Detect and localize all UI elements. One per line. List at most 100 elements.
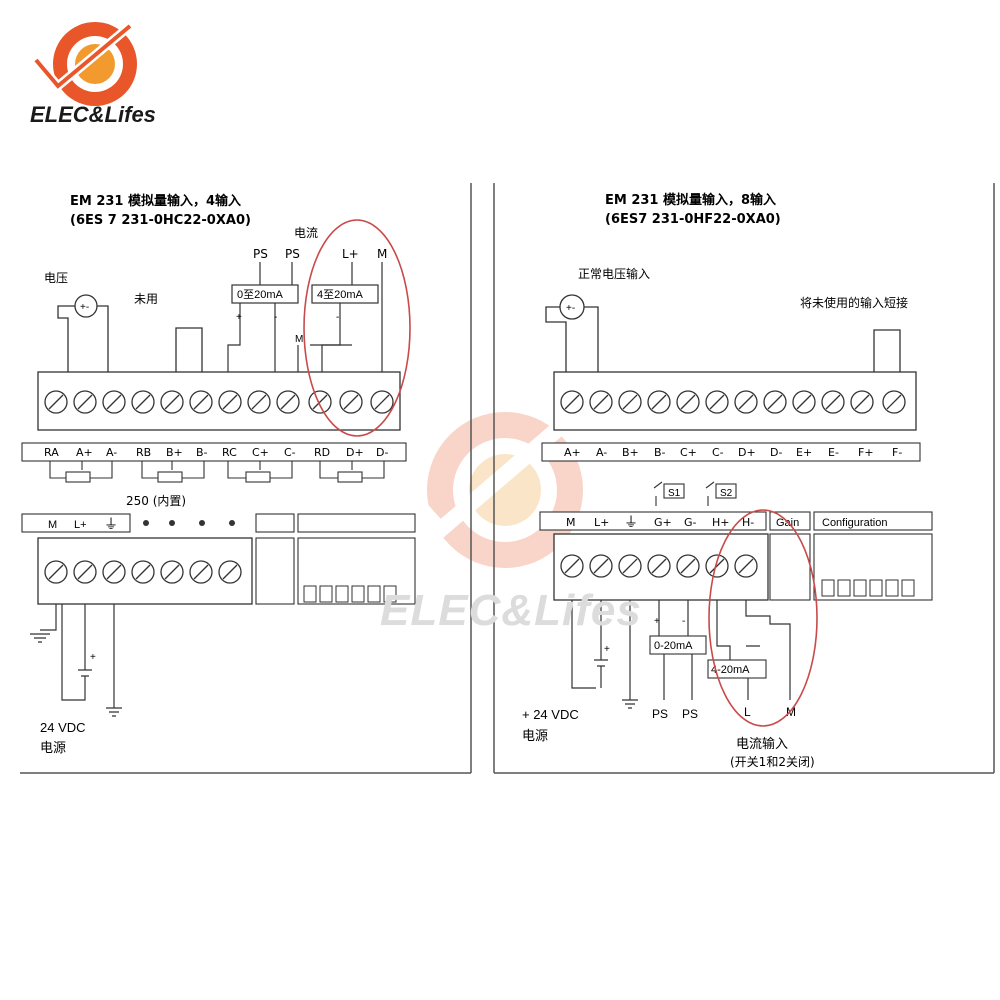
left-term-c-plus: C+ [252, 446, 269, 459]
right-term-a-plus: A+ [564, 446, 581, 459]
left-ground-symbol [30, 604, 57, 643]
right-term-d-plus: D+ [738, 446, 756, 459]
right-ground-symbol [622, 600, 638, 709]
left-box-0-20ma [231, 284, 299, 304]
left-bottom-m: M [48, 519, 57, 531]
right-bottom-m: M [566, 516, 576, 529]
right-switches [653, 481, 737, 506]
right-term-d-minus: D- [770, 446, 782, 459]
svg-text:+-: +- [80, 302, 89, 313]
left-ps2: PS [285, 247, 300, 261]
right-bottom-label-strip [539, 511, 767, 531]
resistor-a [65, 471, 91, 483]
left-voltage-wire-b [97, 305, 109, 372]
left-term-ra: RA [44, 446, 59, 459]
right-gain-box [769, 511, 811, 531]
left-term-b-minus: B- [196, 446, 208, 459]
right-term-f-minus: F- [892, 446, 902, 459]
left-ps1: PS [253, 247, 268, 261]
left-term-b-plus: B+ [166, 446, 183, 459]
right-bottom-ground-icon: ⏚ [624, 515, 638, 531]
right-term-e-minus: E- [828, 446, 839, 459]
right-bottom-h-plus: H+ [712, 516, 730, 529]
left-bottom-lplus: L+ [74, 519, 87, 531]
right-short-label: 将未使用的输入短接 [800, 295, 908, 310]
right-minus: - [682, 616, 685, 627]
left-bottom-ground-icon: ⏚ [104, 516, 118, 532]
left-term-rd: RD [314, 446, 330, 459]
left-voltage-wire-a [57, 305, 75, 372]
left-dip-switches [303, 585, 397, 603]
right-plus: + [654, 616, 660, 627]
right-part-number: (6ES7 231-0HF22-0XA0) [605, 212, 781, 227]
left-supply-sub: 电源 [40, 741, 66, 756]
right-term-f-plus: F+ [858, 446, 874, 459]
right-supply-sub: 电源 [522, 729, 548, 744]
left-minus2: - [336, 312, 339, 323]
right-terminal-label-strip [541, 442, 921, 462]
right-config-label: Configuration [822, 517, 887, 529]
left-current-label: 电流 [294, 226, 318, 240]
left-chassis-ground [106, 604, 122, 717]
left-term-d-plus: D+ [346, 446, 364, 459]
left-term-a-minus: A- [106, 446, 117, 459]
left-m-small: M [295, 334, 303, 345]
left-minus1: - [274, 312, 277, 323]
right-box2-label: 4-20mA [711, 664, 750, 676]
logo-inner-circle [75, 44, 115, 84]
right-bottom-h-minus: H- [742, 516, 754, 529]
right-term-b-plus: B+ [622, 446, 639, 459]
left-box1-label: 0至20mA [237, 289, 284, 301]
right-screw-row-top [560, 390, 906, 414]
right-bottom-g-plus: G+ [654, 516, 672, 529]
left-term-a-plus: A+ [76, 446, 93, 459]
right-term-c-minus: C- [712, 446, 724, 459]
left-resistor-row [49, 461, 385, 483]
right-bottom-g-minus: G- [684, 516, 697, 529]
left-term-d-minus: D- [376, 446, 388, 459]
right-term-c-plus: C+ [680, 446, 697, 459]
right-term-b-minus: B- [654, 446, 666, 459]
right-config-box [813, 511, 933, 531]
right-box-4-20ma [707, 659, 767, 679]
right-short-jumper [873, 329, 901, 372]
resistor-d [337, 471, 363, 483]
right-term-a-minus: A- [596, 446, 607, 459]
left-resistor-label: 250 (内置) [126, 494, 186, 508]
left-highlight-ellipse [303, 219, 411, 437]
resistor-c [245, 471, 271, 483]
left-term-c-minus: C- [284, 446, 296, 459]
left-title: EM 231 模拟量输入，4输入 [70, 193, 241, 209]
right-supply-label: + 24 VDC [522, 707, 579, 722]
right-voltage-label: 正常电压输入 [578, 266, 650, 281]
brand-logo [32, 22, 137, 106]
right-ps2: PS [682, 707, 698, 721]
left-voltage-label: 电压 [44, 271, 68, 285]
left-screw-row-top [44, 390, 394, 414]
left-supply-plus: + [90, 652, 96, 663]
right-supply-plus: + [604, 644, 610, 655]
left-dots [143, 520, 235, 526]
left-term-rc: RC [222, 446, 237, 459]
right-title: EM 231 模拟量输入，8输入 [605, 192, 776, 208]
left-screw-row-bottom [44, 560, 242, 584]
resistor-b [157, 471, 183, 483]
right-battery-symbol [571, 600, 608, 689]
left-lplus: L+ [342, 247, 359, 261]
right-ps1: PS [652, 707, 668, 721]
left-term-rb: RB [136, 446, 151, 459]
right-dip-switches [821, 579, 915, 597]
svg-text:+-: +- [566, 303, 575, 314]
right-bottom-lplus: L+ [594, 516, 609, 529]
brand-name: ELEC&Lifes [30, 102, 156, 127]
left-part-number: (6ES 7 231-0HC22-0XA0) [70, 213, 251, 228]
left-battery-symbol [61, 604, 92, 701]
left-supply-label: 24 VDC [40, 720, 86, 735]
right-switch-s1: S1 [668, 488, 681, 499]
right-l: L [744, 705, 751, 719]
right-term-e-plus: E+ [796, 446, 812, 459]
left-m: M [377, 247, 387, 261]
right-m: M [786, 705, 796, 719]
left-terminal-label-strip [21, 442, 407, 462]
